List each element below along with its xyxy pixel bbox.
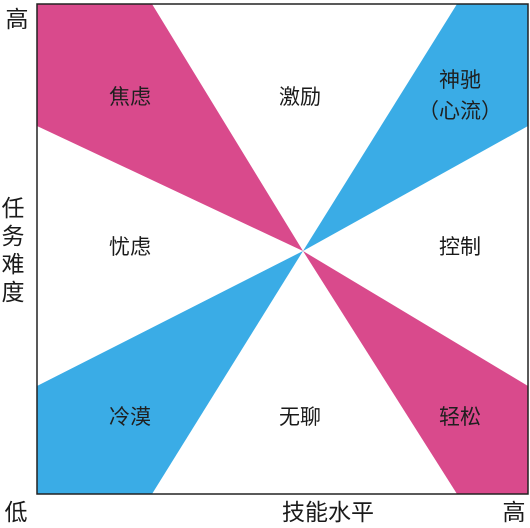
flow-wedge (303, 4, 528, 251)
region-label-flow: 神驰 (439, 68, 481, 92)
y-axis-title-char-3: 难 (2, 252, 25, 278)
region-label-apathy: 冷漠 (109, 405, 151, 429)
anxiety-wedge (37, 4, 303, 251)
region-label-anxiety: 焦虑 (109, 85, 151, 109)
x-axis-high-label: 高 (503, 500, 526, 526)
region-label-arousal: 激励 (279, 85, 321, 109)
relaxation-wedge (303, 251, 528, 494)
y-axis-title-char-2: 务 (2, 224, 25, 250)
y-axis-title-char-4: 度 (2, 280, 25, 306)
region-label-boredom: 无聊 (279, 405, 321, 429)
y-axis-title-char-1: 任 (2, 196, 25, 222)
region-label-worry: 忧虑 (109, 235, 151, 259)
origin-low-label: 低 (5, 500, 28, 526)
apathy-wedge (37, 251, 303, 494)
x-axis-title: 技能水平 (282, 500, 374, 526)
diagram-frame (36, 3, 529, 495)
region-label-flow-sub: （心流） (418, 99, 502, 123)
region-label-relaxation: 轻松 (439, 405, 481, 429)
y-axis-high-label: 高 (6, 7, 29, 33)
region-label-control: 控制 (439, 235, 481, 259)
